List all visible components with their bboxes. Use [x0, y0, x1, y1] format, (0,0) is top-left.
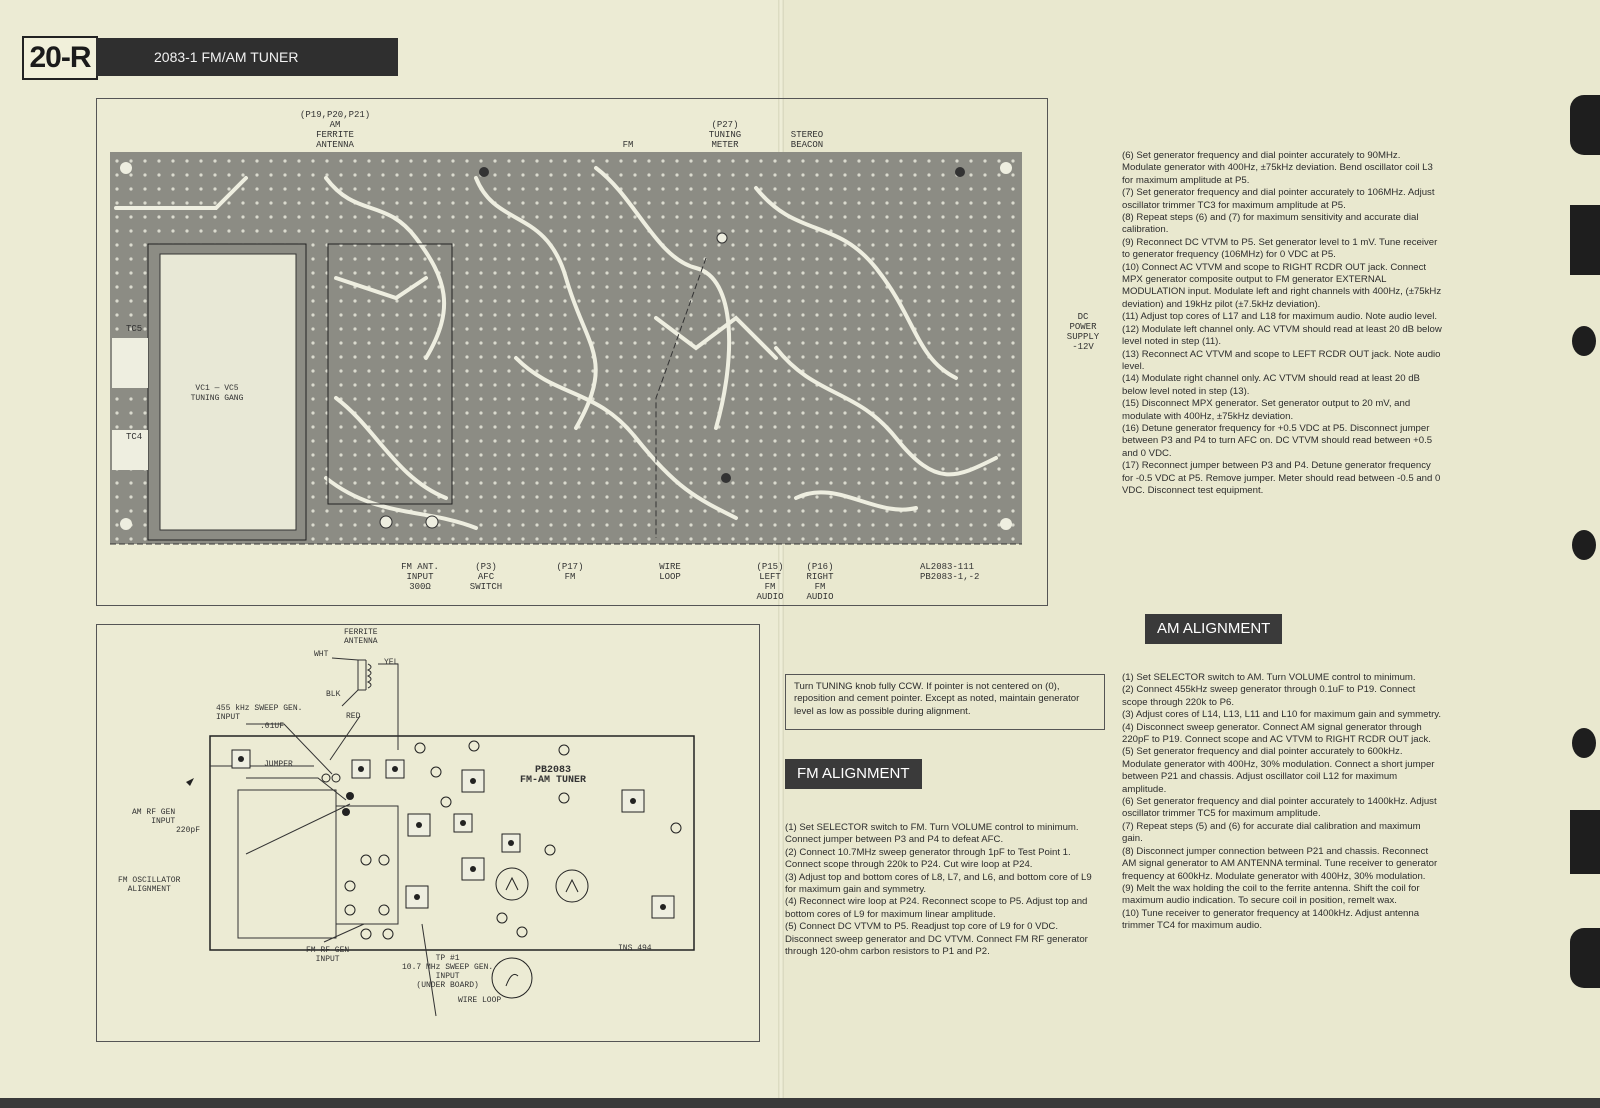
circuit-board-diagram [110, 152, 1022, 545]
fm-step: (13) Reconnect AC VTVM and scope to LEFT… [1122, 348, 1441, 372]
fm-step: (16) Detune generator frequency for +0.5… [1122, 422, 1433, 459]
label-dc-power: DC POWER SUPPLY -12V [1066, 312, 1100, 352]
am-step: (4) Disconnect sweep generator. Connect … [1122, 721, 1431, 746]
fm-step: (4) Reconnect wire loop at P24. Reconnec… [785, 896, 1088, 920]
bottom-edge [0, 1098, 1600, 1108]
alignment-diagram-frame [96, 624, 760, 1042]
label-tuning-gang: VC1 — VC5 TUNING GANG [190, 384, 244, 403]
page-number: 20-R [22, 36, 98, 80]
label-fm: FM [622, 140, 634, 150]
diagram-cap-label: .01UF [260, 722, 285, 731]
binder-tab [1570, 95, 1600, 155]
diagram-tp1-label: TP #1 10.7 MHz SWEEP GEN. INPUT (UNDER B… [402, 954, 494, 990]
fm-step: (7) Set generator frequency and dial poi… [1122, 187, 1435, 211]
label-p17-fm: (P17) FM [556, 562, 584, 582]
label-wire-loop: WIRE LOOP [659, 562, 681, 582]
label-afc-switch: (P3) AFC SWITCH [469, 562, 503, 592]
fm-alignment-steps: (1) Set SELECTOR switch to FM. Turn VOLU… [785, 822, 1095, 958]
fm-step: (17) Reconnect jumper between P3 and P4.… [1122, 460, 1441, 496]
label-fm-ant-input: FM ANT. INPUT 300Ω [401, 562, 439, 592]
binder-tab [1570, 205, 1600, 275]
binder-tab [1570, 928, 1600, 988]
fm-step: (6) Set generator frequency and dial poi… [1122, 150, 1433, 186]
am-step: (9) Melt the wax holding the coil to the… [1122, 882, 1420, 907]
fm-step: (3) Adjust top and bottom cores of L8, L… [785, 871, 1092, 896]
diagram-wire-loop-label: WIRE LOOP [458, 996, 502, 1005]
am-alignment-steps: (1) Set SELECTOR switch to AM. Turn VOLU… [1122, 672, 1442, 933]
am-step: (10) Tune receiver to generator frequenc… [1122, 907, 1420, 932]
diagram-220pf-label: 220pF [176, 826, 201, 835]
label-tuning-meter: (P27) TUNING METER [708, 120, 742, 150]
am-step: (7) Repeat steps (5) and (6) for accurat… [1122, 820, 1421, 845]
diagram-yel-label: YEL [384, 658, 399, 667]
fm-step: (5) Connect DC VTVM to P5. Readjust top … [785, 921, 1088, 958]
diagram-board-name: PB2083 FM-AM TUNER [520, 765, 587, 786]
label-stereo-beacon: STEREO BEACON [790, 130, 824, 150]
diagram-sweep-label: 455 kHz SWEEP GEN. INPUT [216, 704, 303, 722]
am-step: (2) Connect 455kHz sweep generator throu… [1122, 684, 1416, 708]
binder-tab [1572, 728, 1596, 758]
fm-step: (14) Modulate right channel only. AC VTV… [1122, 373, 1420, 397]
tuning-note: Turn TUNING knob fully CCW. If pointer i… [785, 674, 1105, 730]
binder-tab [1572, 530, 1596, 560]
binder-tab [1570, 810, 1600, 874]
alignment-diagram [186, 657, 695, 1017]
am-step: (8) Disconnect jumper connection between… [1122, 845, 1438, 882]
fm-step: (9) Reconnect DC VTVM to P5. Set generat… [1122, 236, 1438, 261]
fm-step: (1) Set SELECTOR switch to FM. Turn VOLU… [785, 822, 1079, 846]
binder-tab [1572, 326, 1596, 356]
fm-step: (2) Connect 10.7MHz sweep generator thro… [785, 846, 1071, 871]
label-right-fm-audio: (P16) RIGHT FM AUDIO [806, 562, 834, 602]
diagram-jumper-label: JUMPER [264, 760, 293, 769]
page-fold [778, 0, 784, 1108]
diagram-ins-label: INS 494 [618, 944, 652, 953]
diagram-wht-label: WHT [314, 650, 329, 659]
label-am-antenna: (P19,P20,P21) AM FERRITE ANTENNA [300, 110, 371, 150]
circuit-board-frame [96, 98, 1048, 606]
am-step: (5) Set generator frequency and dial poi… [1122, 746, 1435, 795]
diagram-ferrite-label: FERRITE ANTENNA [344, 628, 378, 646]
diagram-red-label: RED [346, 712, 361, 721]
am-step: (1) Set SELECTOR switch to AM. Turn VOLU… [1122, 672, 1416, 683]
label-board-id: AL2083-111 PB2083-1,-2 [920, 562, 980, 582]
fm-alignment-steps-continued: (6) Set generator frequency and dial poi… [1122, 150, 1442, 497]
label-tc4: TC4 [126, 432, 143, 442]
fm-alignment-heading: FM ALIGNMENT [785, 759, 922, 789]
fm-step: (10) Connect AC VTVM and scope to RIGHT … [1122, 261, 1442, 310]
am-alignment-heading: AM ALIGNMENT [1145, 614, 1283, 644]
fm-step: (8) Repeat steps (6) and (7) for maximum… [1122, 212, 1419, 236]
diagram-fm-rf-label: FM RF GEN INPUT [306, 946, 350, 964]
diagram-blk-label: BLK [326, 690, 341, 699]
diagram-am-rf-label: AM RF GEN INPUT [132, 808, 176, 826]
label-tc5: TC5 [126, 324, 143, 334]
am-step: (6) Set generator frequency and dial poi… [1122, 796, 1437, 820]
fm-step: (12) Modulate left channel only. AC VTVM… [1122, 323, 1442, 348]
page-title: 2083-1 FM/AM TUNER [96, 38, 398, 76]
label-left-fm-audio: (P15) LEFT FM AUDIO [756, 562, 784, 602]
fm-step: (15) Disconnect MPX generator. Set gener… [1122, 398, 1411, 422]
am-step: (3) Adjust cores of L14, L13, L11 and L1… [1122, 709, 1442, 721]
diagram-fm-osc-label: FM OSCILLATOR ALIGNMENT [118, 876, 181, 894]
fm-step: (11) Adjust top cores of L17 and L18 for… [1122, 311, 1437, 323]
